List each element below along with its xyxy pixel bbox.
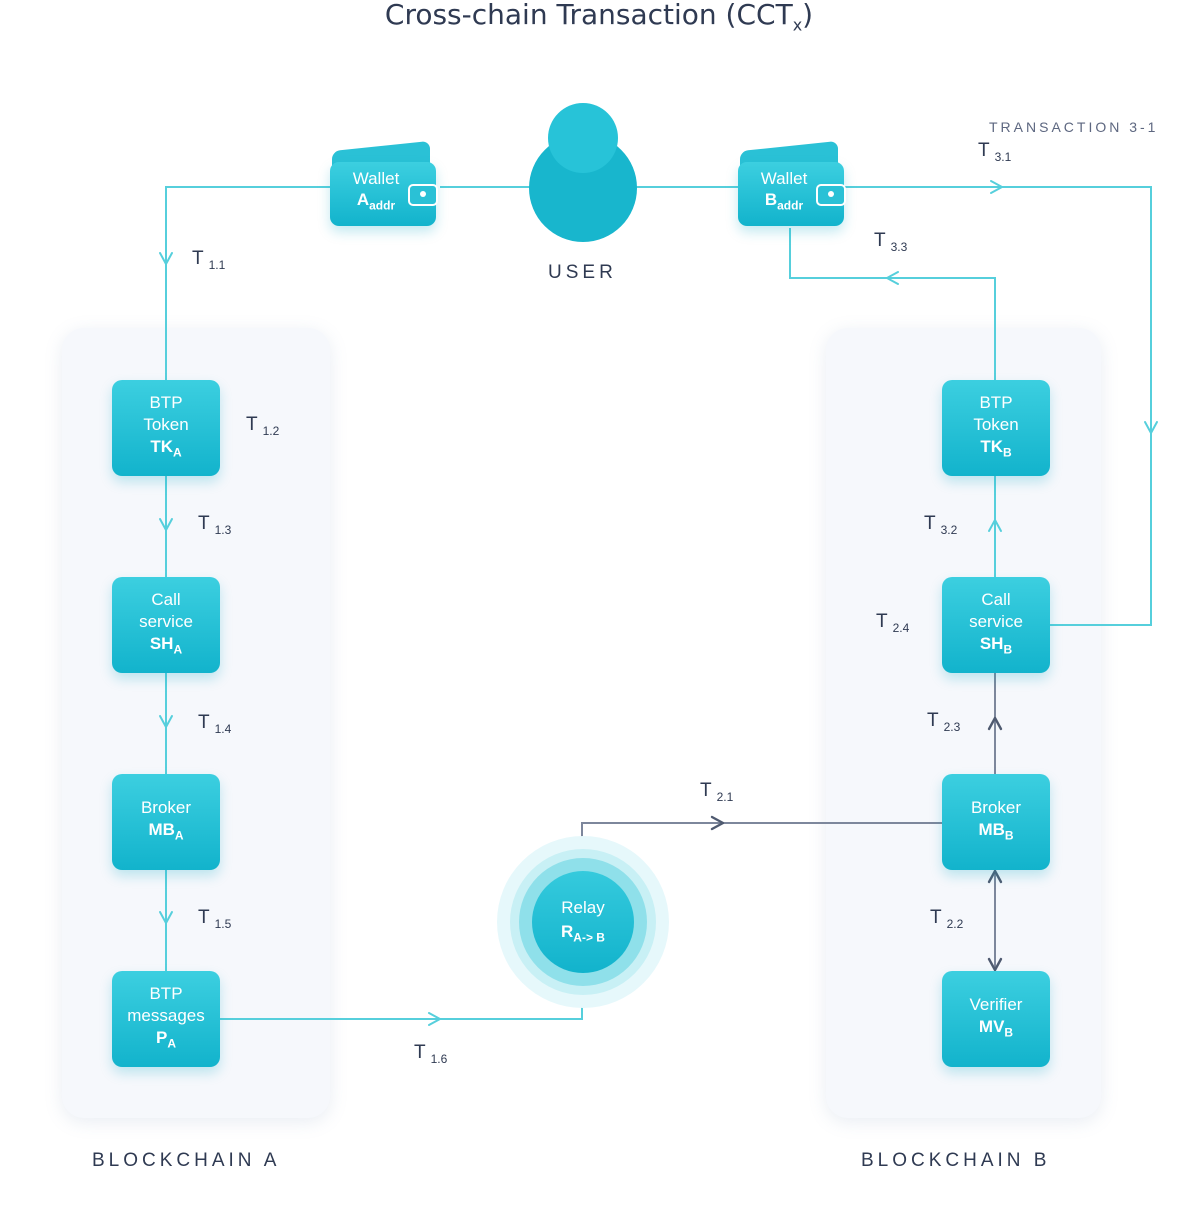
transaction-caption: TRANSACTION 3-1 [989, 119, 1159, 135]
wallet-clasp-icon [816, 184, 846, 206]
wallet-b-label: Wallet Baddr [760, 169, 808, 213]
relay-core [532, 871, 634, 973]
wallet-clasp-icon [408, 184, 438, 206]
verifier-b-node[interactable]: Verifier MVB [942, 971, 1050, 1067]
call-service-a-node[interactable]: Call service SHA [112, 577, 220, 673]
wallet-b-body: Wallet Baddr [738, 162, 846, 226]
wallet-b[interactable]: Wallet Baddr [738, 140, 846, 226]
user-head-icon [548, 103, 618, 173]
user-label: USER [548, 262, 617, 283]
wallet-a[interactable]: Wallet Aaddr [330, 140, 438, 226]
wallet-a-body: Wallet Aaddr [330, 162, 438, 226]
wallet-a-label: Wallet Aaddr [352, 169, 400, 213]
call-service-b-node[interactable]: Call service SHB [942, 577, 1050, 673]
blockchain-b-label: BLOCKCHAIN B [861, 1150, 1051, 1171]
broker-b-node[interactable]: Broker MBB [942, 774, 1050, 870]
diagram-title: Cross-chain Transaction (CCTx) [384, 0, 814, 35]
btp-messages-a-node[interactable]: BTP messages PA [112, 971, 220, 1067]
blockchain-a-label: BLOCKCHAIN A [92, 1150, 281, 1171]
btp-token-b-node[interactable]: BTP Token TKB [942, 380, 1050, 476]
broker-a-node[interactable]: Broker MBA [112, 774, 220, 870]
btp-token-a-node[interactable]: BTP Token TKA [112, 380, 220, 476]
relay-label: Relay RA-> B [561, 898, 605, 945]
